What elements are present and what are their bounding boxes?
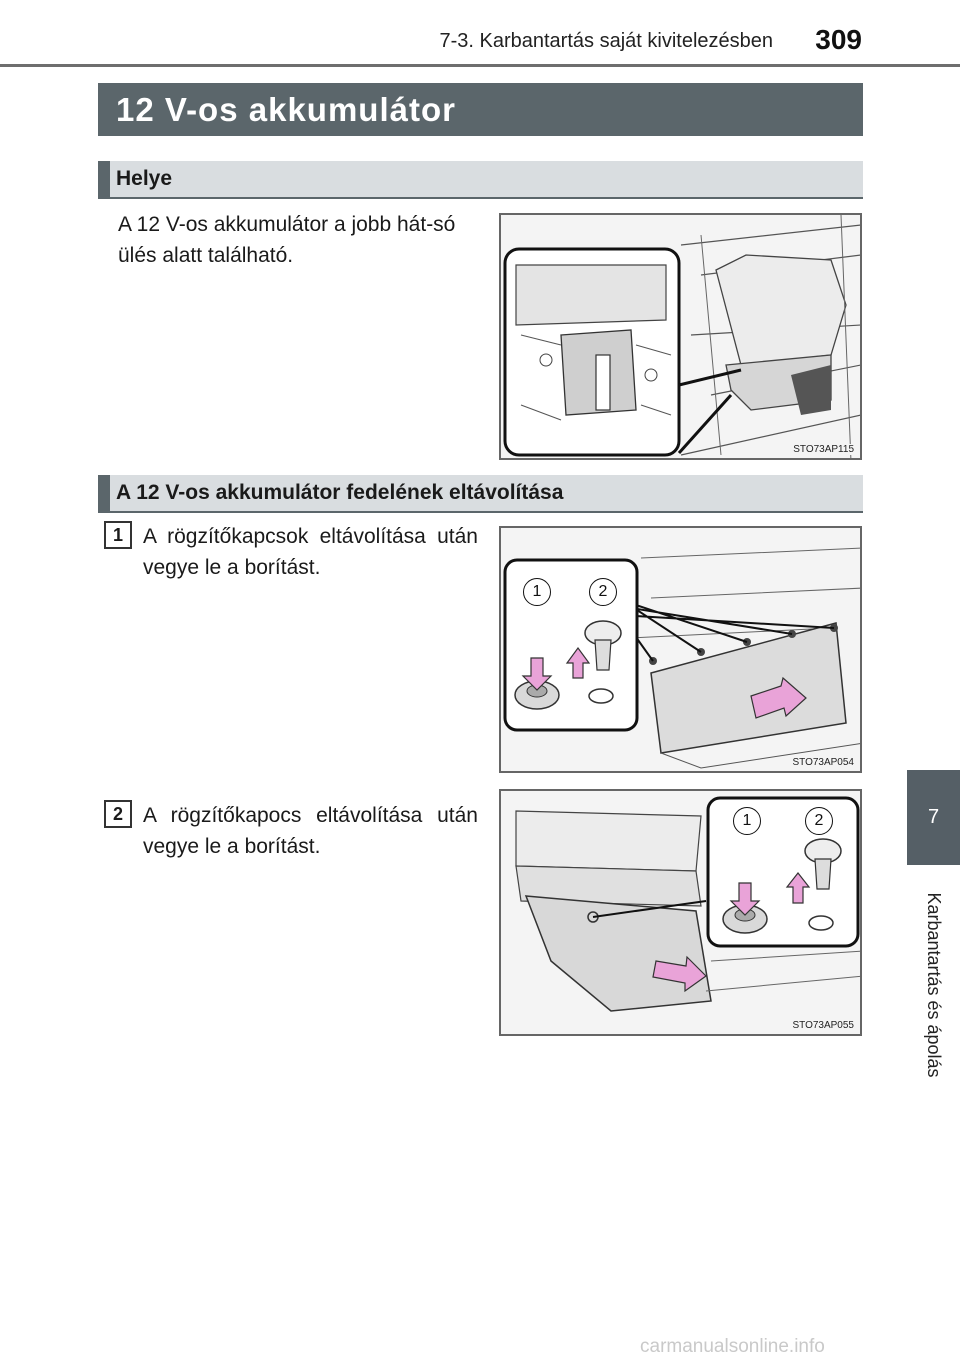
figure-step-2: 1 2 STO73AP055 [499,789,862,1036]
callout-1: 1 [523,578,551,606]
page-title: 12 V-os akkumulátor [98,83,863,136]
chapter-title: Karbantartás és ápolás [924,892,944,1078]
chapter-tab: 7 [907,770,960,865]
step-number: 1 [104,521,132,549]
clip-removal-illustration [501,791,860,1034]
page-number: 309 [815,24,862,55]
running-header: 7-3. Karbantartás saját kivitelezésben [439,30,773,52]
callout-2: 2 [805,807,833,835]
section-heading-location: Helye [98,161,863,199]
callout-1: 1 [733,807,761,835]
header-rule [0,64,960,67]
watermark: carmanualsonline.info [640,1336,825,1357]
step-text: A rögzítőkapcsok eltávolítása után vegye… [143,525,478,579]
section-heading-cover-removal: A 12 V-os akkumulátor fedelének eltávolí… [98,475,863,513]
step-text: A rögzítőkapocs eltávolítása után vegye … [143,804,478,858]
figure-code: STO73AP054 [790,757,856,768]
figure-code: STO73AP115 [791,444,856,455]
figure-step-1: 1 2 STO73AP054 [499,526,862,773]
clips-removal-illustration [501,528,860,771]
figure-battery-location: STO73AP115 [499,213,862,460]
callout-2: 2 [589,578,617,606]
battery-location-illustration [501,215,860,458]
location-text: A 12 V-os akkumulátor a jobb hát-só ülés… [118,213,456,267]
figure-code: STO73AP055 [790,1020,856,1031]
step-number: 2 [104,800,132,828]
